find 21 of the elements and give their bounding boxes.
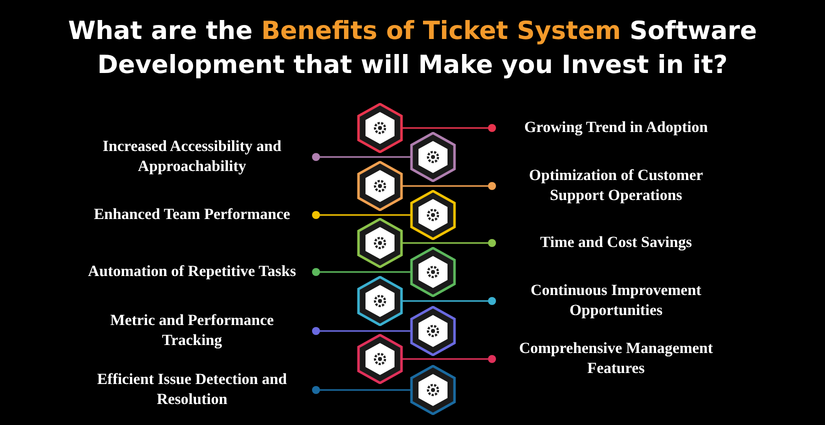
- benefit-text: Efficient Issue Detection and Resolution: [96, 370, 288, 410]
- leader-line: [312, 327, 412, 335]
- leader-line: [312, 386, 412, 394]
- leader-line: [402, 182, 496, 190]
- benefit-text: Optimization of Customer Support Operations: [528, 166, 704, 206]
- benefit-text: Time and Cost Savings: [539, 233, 693, 253]
- benefit-text: Metric and Performance Tracking: [109, 311, 275, 351]
- benefit-text: Continuous Improvement Opportunities: [530, 281, 702, 321]
- leader-line: [402, 297, 496, 305]
- benefit-text: Comprehensive Management Features: [518, 339, 714, 379]
- leader-line: [312, 268, 412, 276]
- leader-line: [402, 239, 496, 247]
- leader-line: [402, 355, 496, 363]
- benefit-text: Automation of Repetitive Tasks: [87, 262, 297, 282]
- benefit-text: Growing Trend in Adoption: [523, 118, 709, 138]
- benefit-text: Enhanced Team Performance: [92, 205, 292, 225]
- benefit-text: Increased Accessibility and Approachability: [102, 137, 282, 177]
- leader-line: [312, 153, 412, 161]
- title: What are the Benefits of Ticket System Software Development that will Make you Invest in it?: [67, 15, 758, 81]
- leader-line: [312, 211, 412, 219]
- leader-line: [402, 124, 496, 132]
